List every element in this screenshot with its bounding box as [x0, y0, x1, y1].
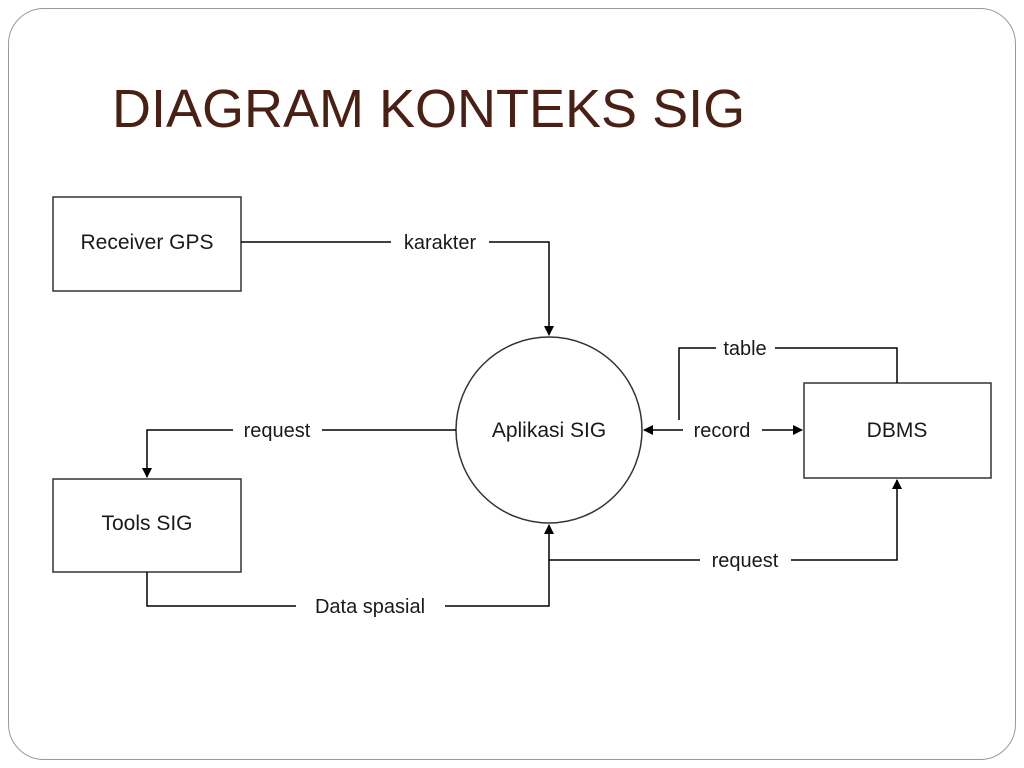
flow-request-tools-label: request [244, 420, 311, 442]
entity-tools-sig: Tools SIG [52, 478, 242, 573]
flow-table-label: table [723, 338, 766, 360]
entity-tools-sig-label: Tools SIG [101, 512, 192, 535]
flow-request-dbms: request [549, 479, 902, 572]
entity-receiver-gps: Receiver GPS [52, 196, 242, 292]
entity-dbms: DBMS [803, 382, 992, 479]
flow-karakter: karakter [241, 232, 554, 336]
entity-dbms-label: DBMS [867, 419, 928, 442]
process-aplikasi-sig: Aplikasi SIG [455, 336, 643, 524]
flow-record: record [643, 420, 803, 442]
flow-data-spasial: Data spasial [146, 524, 554, 618]
process-aplikasi-sig-label: Aplikasi SIG [492, 419, 606, 442]
flow-request-dbms-label: request [712, 550, 779, 572]
flow-karakter-label: karakter [404, 232, 477, 254]
entity-receiver-gps-label: Receiver GPS [80, 231, 213, 254]
flow-table: table [678, 338, 898, 420]
page-title: DIAGRAM KONTEKS SIG [112, 79, 746, 139]
flow-record-label: record [694, 420, 751, 442]
flow-data-spasial-label: Data spasial [315, 596, 425, 618]
flow-request-tools: request [142, 420, 456, 478]
